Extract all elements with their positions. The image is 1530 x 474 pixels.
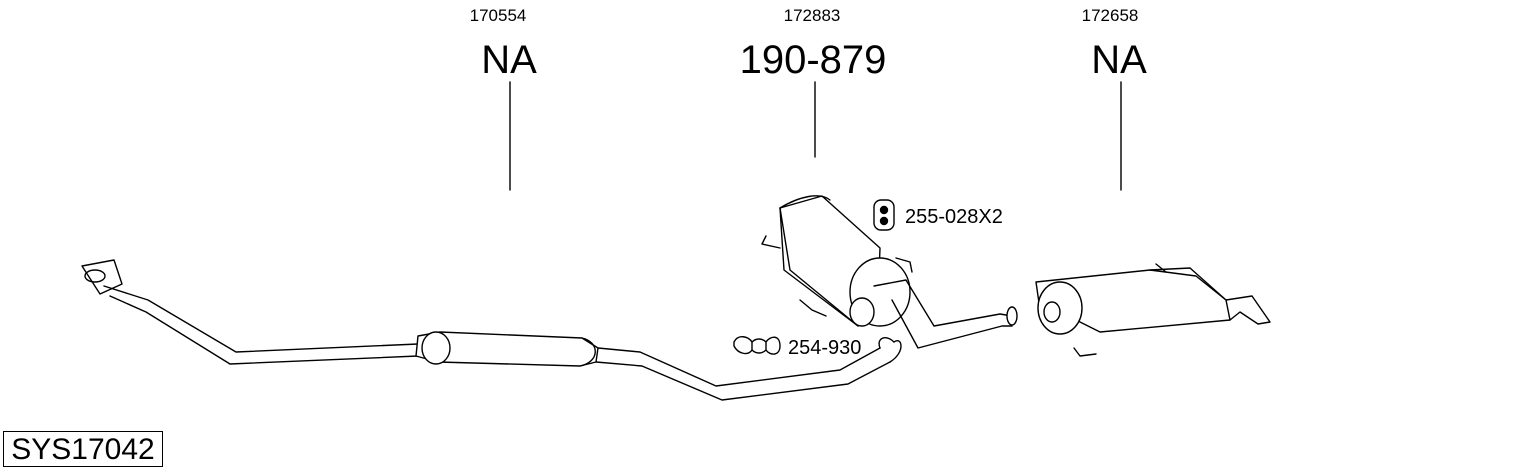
rubber-hanger-icon [873, 199, 895, 231]
hanger-part-number: 255-028X2 [905, 206, 1003, 228]
section-part-number-rear: NA [1091, 38, 1147, 82]
pipe-clamp-icon [733, 336, 781, 355]
section-part-number-front: NA [481, 38, 537, 82]
rear-silencer [1035, 263, 1271, 357]
section-ref-number-front: 170554 [469, 6, 527, 25]
section-ref-number-rear: 172658 [1081, 6, 1139, 25]
clamp-part-number: 254-930 [788, 337, 862, 359]
section-part-number-middle: 190-879 [739, 38, 887, 82]
system-id-label: SYS17042 [3, 431, 163, 467]
middle-silencer [761, 195, 1018, 349]
section-ref-number-middle: 172883 [783, 6, 841, 25]
front-pipe [81, 259, 902, 401]
